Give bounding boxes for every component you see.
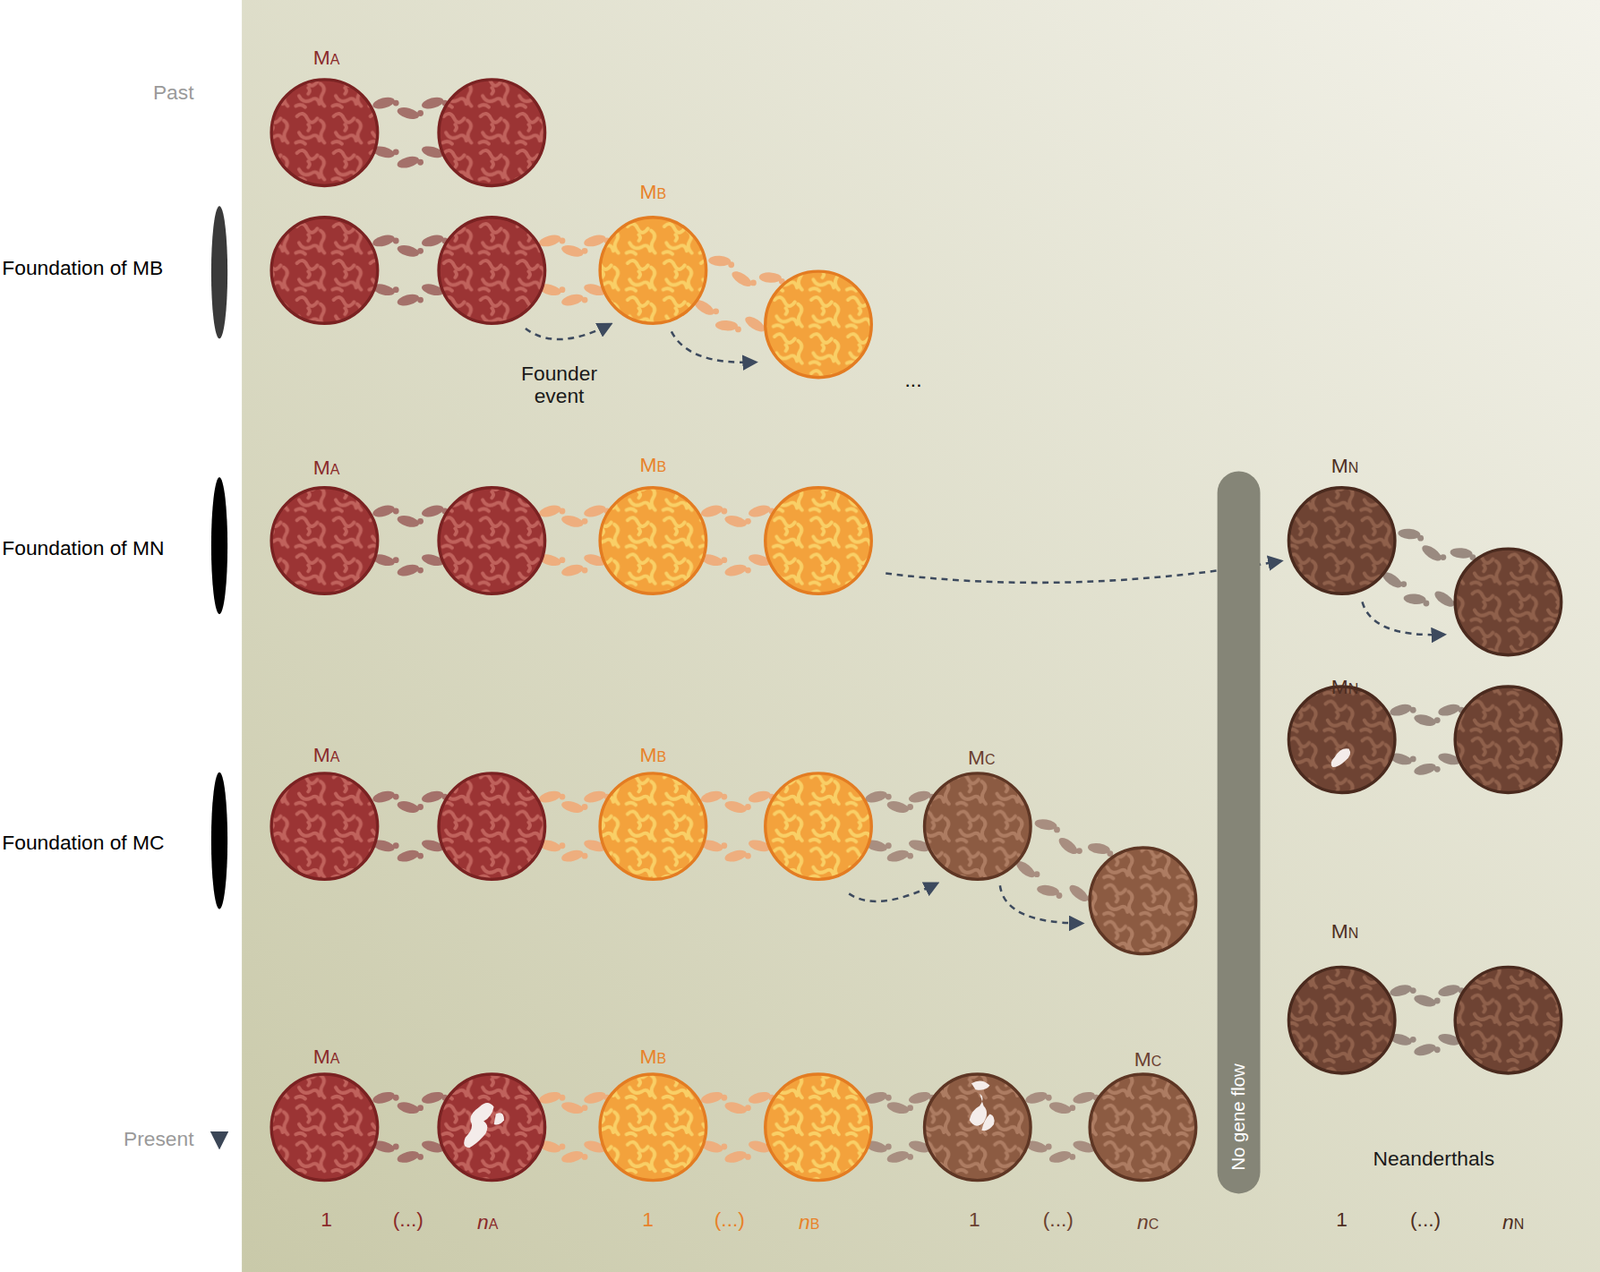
annotation: (...): [1043, 1207, 1074, 1231]
annotation: 1: [968, 1207, 981, 1231]
population-label: MA: [313, 45, 341, 69]
population-label: MA: [313, 1044, 341, 1068]
population-label: nA: [477, 1211, 498, 1234]
annotation: Past: [153, 80, 195, 103]
annotation: Present: [123, 1127, 195, 1150]
background: [241, 0, 1600, 1272]
population-demes: [271, 79, 1562, 1181]
annotation: Foundation of MB: [1, 256, 163, 279]
population-label: MC: [967, 745, 996, 769]
timeline-event: [211, 477, 228, 615]
founder-arrows: [525, 324, 1445, 924]
annotation: Foundation of MN: [1, 536, 164, 559]
footprints: [371, 94, 1476, 1165]
population-label: MN: [1331, 920, 1360, 943]
annotation: (...): [1410, 1207, 1441, 1231]
annotation: ...: [905, 367, 923, 391]
annotation: Foundation of MC: [1, 831, 164, 855]
annotation: 1: [320, 1207, 333, 1231]
population-label: MA: [313, 744, 341, 767]
population-label: MA: [313, 455, 341, 479]
annotation: Neanderthals: [1372, 1146, 1495, 1170]
population-label: MN: [1331, 453, 1360, 477]
band-label: No gene flow: [1228, 1063, 1250, 1172]
timeline-event: [211, 772, 228, 910]
timeline-event: [211, 205, 228, 339]
population-label: MB: [640, 744, 668, 767]
population-label: nC: [1137, 1211, 1159, 1234]
population-label: MB: [640, 453, 668, 476]
population-label: MC: [1134, 1047, 1163, 1070]
barrier-band: No gene flow: [1217, 471, 1261, 1195]
population-label: MB: [640, 1044, 668, 1068]
population-label: MN: [1331, 675, 1360, 698]
annotation: Founder event: [503, 362, 616, 408]
annotation: (...): [714, 1207, 745, 1231]
annotation: 1: [1335, 1207, 1348, 1231]
population-label: nN: [1502, 1211, 1524, 1234]
annotation: 1: [641, 1207, 654, 1231]
population-label: nB: [798, 1211, 820, 1234]
population-label: MB: [640, 180, 668, 204]
annotation: (...): [393, 1207, 424, 1231]
